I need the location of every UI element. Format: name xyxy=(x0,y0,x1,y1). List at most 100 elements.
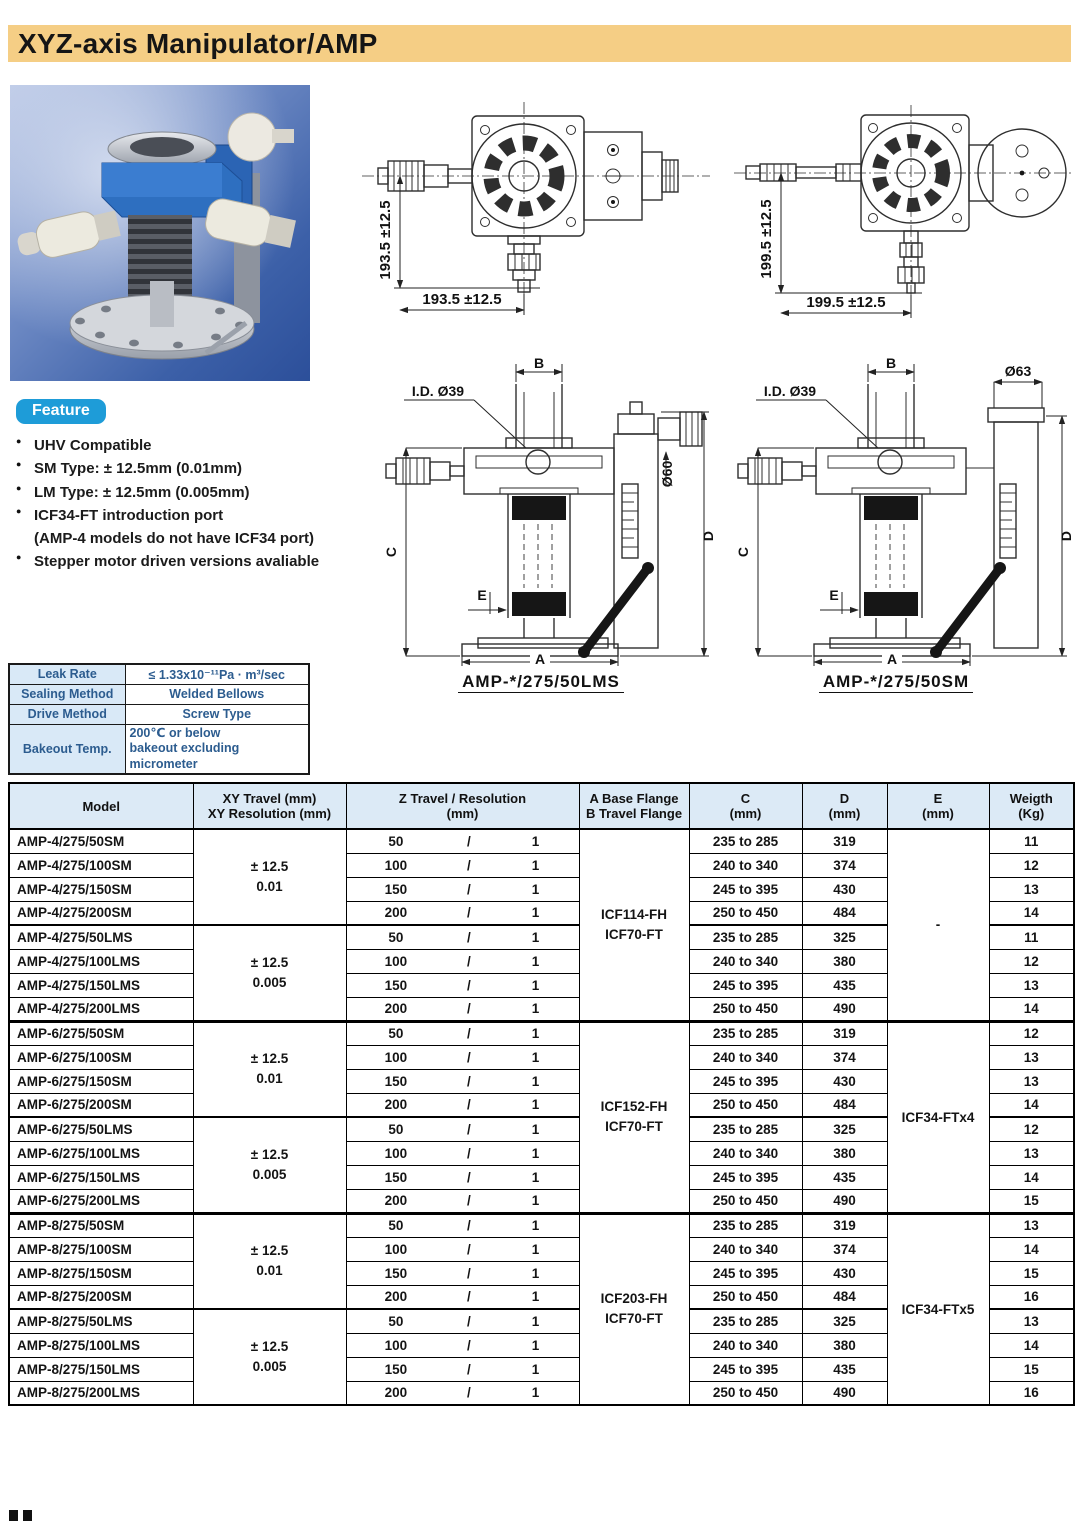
dim-label-dia: Ø60 xyxy=(659,461,675,488)
spec-label: Bakeout Temp. xyxy=(8,723,126,775)
model-cell: AMP-4/275/200LMS xyxy=(8,996,194,1022)
weight-cell: 13 xyxy=(988,1044,1075,1070)
model-cell: AMP-6/275/150SM xyxy=(8,1068,194,1094)
spec-value: ≤ 1.33x10⁻¹¹Pa · m³/sec xyxy=(124,663,310,685)
dim-label-dia: Ø63 xyxy=(1005,363,1032,379)
z-travel-cell: 50/1 xyxy=(345,1308,580,1334)
dim-label-a: A xyxy=(535,651,545,667)
d-dim-cell: 484 xyxy=(801,1092,888,1118)
model-cell: AMP-4/275/100SM xyxy=(8,852,194,878)
z-travel-cell: 100/1 xyxy=(345,1332,580,1358)
z-travel-cell: 100/1 xyxy=(345,852,580,878)
product-photo-image xyxy=(10,85,310,381)
model-cell: AMP-4/275/50SM xyxy=(8,828,194,854)
model-cell: AMP-4/275/50LMS xyxy=(8,924,194,950)
model-cell: AMP-8/275/100SM xyxy=(8,1236,194,1262)
c-dim-cell: 235 to 285 xyxy=(688,1019,803,1046)
d-dim-cell: 374 xyxy=(801,1044,888,1070)
c-dim-cell: 235 to 285 xyxy=(688,1211,803,1238)
d-dim-cell: 319 xyxy=(801,1211,888,1238)
dim-label-b: B xyxy=(886,356,896,371)
c-dim-cell: 250 to 450 xyxy=(688,996,803,1022)
model-cell: AMP-6/275/200LMS xyxy=(8,1188,194,1214)
model-cell: AMP-8/275/150SM xyxy=(8,1260,194,1286)
c-dim-cell: 240 to 340 xyxy=(688,1332,803,1358)
weight-cell: 12 xyxy=(988,1116,1075,1142)
weight-cell: 16 xyxy=(988,1380,1075,1406)
c-dim-cell: 240 to 340 xyxy=(688,1236,803,1262)
z-travel-cell: 150/1 xyxy=(345,972,580,998)
c-dim-cell: 245 to 395 xyxy=(688,1068,803,1094)
d-dim-cell: 490 xyxy=(801,1188,888,1214)
d-dim-cell: 484 xyxy=(801,900,888,926)
header-d: D(mm) xyxy=(801,782,888,830)
c-dim-cell: 240 to 340 xyxy=(688,948,803,974)
weight-cell: 13 xyxy=(988,1140,1075,1166)
dim-label-e: E xyxy=(477,587,486,603)
c-dim-cell: 250 to 450 xyxy=(688,1380,803,1406)
weight-cell: 14 xyxy=(988,1164,1075,1190)
d-dim-cell: 490 xyxy=(801,1380,888,1406)
models-table-section: Model XY Travel (mm)XY Resolution (mm) Z… xyxy=(8,782,1075,1406)
model-cell: AMP-8/275/200SM xyxy=(8,1284,194,1310)
weight-cell: 13 xyxy=(988,1211,1075,1238)
spec-label: Sealing Method xyxy=(8,683,126,705)
model-cell: AMP-4/275/150SM xyxy=(8,876,194,902)
dim-label-vertical: 193.5 ±12.5 xyxy=(377,200,394,279)
model-cell: AMP-6/275/100LMS xyxy=(8,1140,194,1166)
dim-label-d: D xyxy=(1058,531,1074,541)
dim-label-b: B xyxy=(534,356,544,371)
c-dim-cell: 235 to 285 xyxy=(688,828,803,854)
z-travel-cell: 50/1 xyxy=(345,1019,580,1046)
spec-value: Welded Bellows xyxy=(124,683,310,705)
weight-cell: 14 xyxy=(988,996,1075,1022)
c-dim-cell: 250 to 450 xyxy=(688,1284,803,1310)
dim-label-d: D xyxy=(700,531,716,541)
weight-cell: 16 xyxy=(988,1284,1075,1310)
model-cell: AMP-8/275/100LMS xyxy=(8,1332,194,1358)
d-dim-cell: 374 xyxy=(801,1236,888,1262)
header-c: C(mm) xyxy=(688,782,803,830)
z-travel-cell: 100/1 xyxy=(345,1236,580,1262)
d-dim-cell: 430 xyxy=(801,1260,888,1286)
c-dim-cell: 245 to 395 xyxy=(688,1356,803,1382)
d-dim-cell: 325 xyxy=(801,1308,888,1334)
dim-label-c: C xyxy=(383,547,399,557)
model-cell: AMP-6/275/50SM xyxy=(8,1019,194,1046)
drawing-caption: AMP-*/275/50SM xyxy=(718,672,1074,693)
weight-cell: 14 xyxy=(988,1236,1075,1262)
c-dim-cell: 250 to 450 xyxy=(688,900,803,926)
c-dim-cell: 250 to 450 xyxy=(688,1092,803,1118)
dim-label-a: A xyxy=(887,651,897,667)
d-dim-cell: 435 xyxy=(801,1164,888,1190)
weight-cell: 15 xyxy=(988,1188,1075,1214)
weight-cell: 14 xyxy=(988,1332,1075,1358)
z-travel-cell: 100/1 xyxy=(345,1140,580,1166)
feature-section: Feature UHV CompatibleSM Type: ± 12.5mm … xyxy=(16,399,361,574)
d-dim-cell: 325 xyxy=(801,1116,888,1142)
header-xy: XY Travel (mm)XY Resolution (mm) xyxy=(192,782,347,830)
z-travel-cell: 150/1 xyxy=(345,1356,580,1382)
drawing-side-lms: B I.D. Ø39 Ø60 xyxy=(366,356,716,693)
c-dim-cell: 235 to 285 xyxy=(688,1116,803,1142)
dim-label-id: I.D. Ø39 xyxy=(412,383,464,399)
model-cell: AMP-8/275/50LMS xyxy=(8,1308,194,1334)
